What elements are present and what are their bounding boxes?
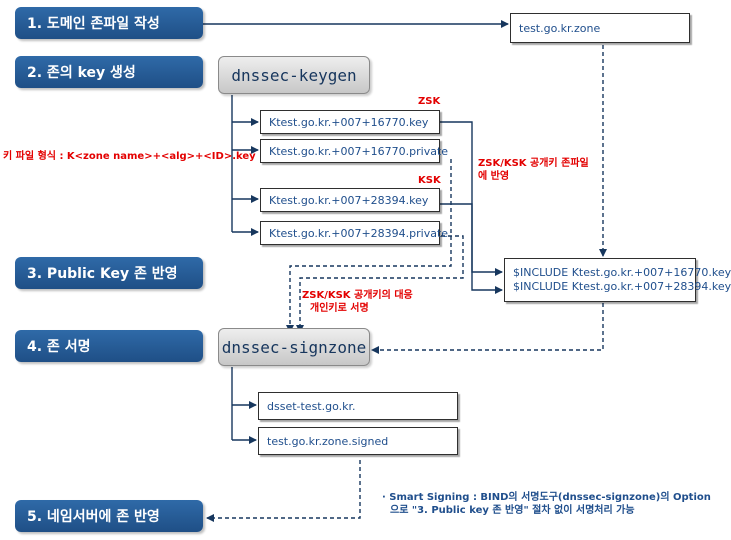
- step-3-label: 3. Public Key 존 반영: [27, 266, 178, 282]
- label-private-key-signing: ZSK/KSK 공개키의 대응 개인키로 서명: [302, 289, 413, 315]
- step-5-nameserver-reflect: 5. 네임서버에 존 반영: [15, 500, 203, 532]
- include-line-1: $INCLUDE Ktest.go.kr.+007+16770.key: [513, 266, 731, 279]
- label-zsk: ZSK: [418, 96, 441, 107]
- arrow-kskprivate-to-signzone: [296, 235, 464, 333]
- connector-layer: [203, 20, 607, 522]
- label-public-key-zone-line2: 에 반영: [478, 171, 510, 182]
- note-line-2: 으로 "3. Public key 존 반영" 절차 없이 서명처리 가능: [390, 505, 635, 516]
- tool-signzone-label: dnssec-signzone: [221, 337, 367, 357]
- file-zsk-key-name: Ktest.go.kr.+007+16770.key: [269, 115, 429, 129]
- tool-dnssec-signzone: dnssec-signzone: [218, 328, 370, 366]
- note-smart-signing: · Smart Signing : BIND의 서명도구(dnssec-sign…: [382, 491, 711, 517]
- file-zone: test.go.kr.zone: [510, 13, 690, 43]
- file-ksk-key: Ktest.go.kr.+007+28394.key: [260, 188, 440, 212]
- file-signed-zone: test.go.kr.zone.signed: [258, 427, 458, 455]
- file-ksk-key-name: Ktest.go.kr.+007+28394.key: [269, 193, 429, 207]
- step-1-label: 1. 도메인 존파일 작성: [27, 16, 160, 32]
- arrow-ksk-to-include: [440, 203, 503, 294]
- arrow-zsk-to-include: [440, 121, 503, 276]
- step-3-public-key-zone: 3. Public Key 존 반영: [15, 257, 203, 289]
- include-line-2: $INCLUDE Ktest.go.kr.+007+28394.key: [513, 280, 731, 293]
- label-signing-line1: ZSK/KSK 공개키의 대응: [302, 290, 413, 301]
- file-include-records: $INCLUDE Ktest.go.kr.+007+16770.key $INC…: [504, 258, 731, 302]
- file-dsset-name: dsset-test.go.kr.: [267, 399, 356, 413]
- file-dsset: dsset-test.go.kr.: [258, 392, 458, 420]
- file-zsk-private: Ktest.go.kr.+007+16770.private: [260, 139, 448, 163]
- file-ksk-private: Ktest.go.kr.+007+28394.private: [260, 221, 448, 245]
- label-public-key-zone: ZSK/KSK 공개키 존파일 에 반영: [478, 157, 589, 183]
- arrow-signed-to-step5: [206, 460, 361, 522]
- step-1-create-zone-file: 1. 도메인 존파일 작성: [15, 7, 203, 39]
- arrow-include-to-signzone: [371, 303, 604, 354]
- label-signing-line2: 개인키로 서명: [310, 303, 369, 314]
- step-2-label: 2. 존의 key 생성: [27, 65, 136, 81]
- note-line-1: · Smart Signing : BIND의 서명도구(dnssec-sign…: [382, 492, 711, 503]
- tool-keygen-label: dnssec-keygen: [231, 65, 357, 85]
- step-2-generate-keys: 2. 존의 key 생성: [15, 56, 203, 88]
- step-4-sign-zone: 4. 존 서명: [15, 330, 203, 362]
- step-5-label: 5. 네임서버에 존 반영: [27, 509, 160, 525]
- file-ksk-private-name: Ktest.go.kr.+007+28394.private: [269, 226, 449, 240]
- step-4-label: 4. 존 서명: [27, 339, 91, 355]
- label-key-file-format: 키 파일 형식 : K<zone name>+<alg>+<ID>.key: [3, 151, 256, 162]
- label-ksk: KSK: [418, 175, 441, 186]
- arrow-zskprivate-to-signzone: [286, 159, 452, 333]
- file-zsk-key: Ktest.go.kr.+007+16770.key: [260, 110, 440, 134]
- tool-dnssec-keygen: dnssec-keygen: [218, 56, 370, 94]
- label-public-key-zone-line1: ZSK/KSK 공개키 존파일: [478, 158, 589, 169]
- file-zsk-private-name: Ktest.go.kr.+007+16770.private: [269, 144, 449, 158]
- file-zone-name: test.go.kr.zone: [519, 21, 601, 35]
- file-signed-name: test.go.kr.zone.signed: [267, 434, 389, 448]
